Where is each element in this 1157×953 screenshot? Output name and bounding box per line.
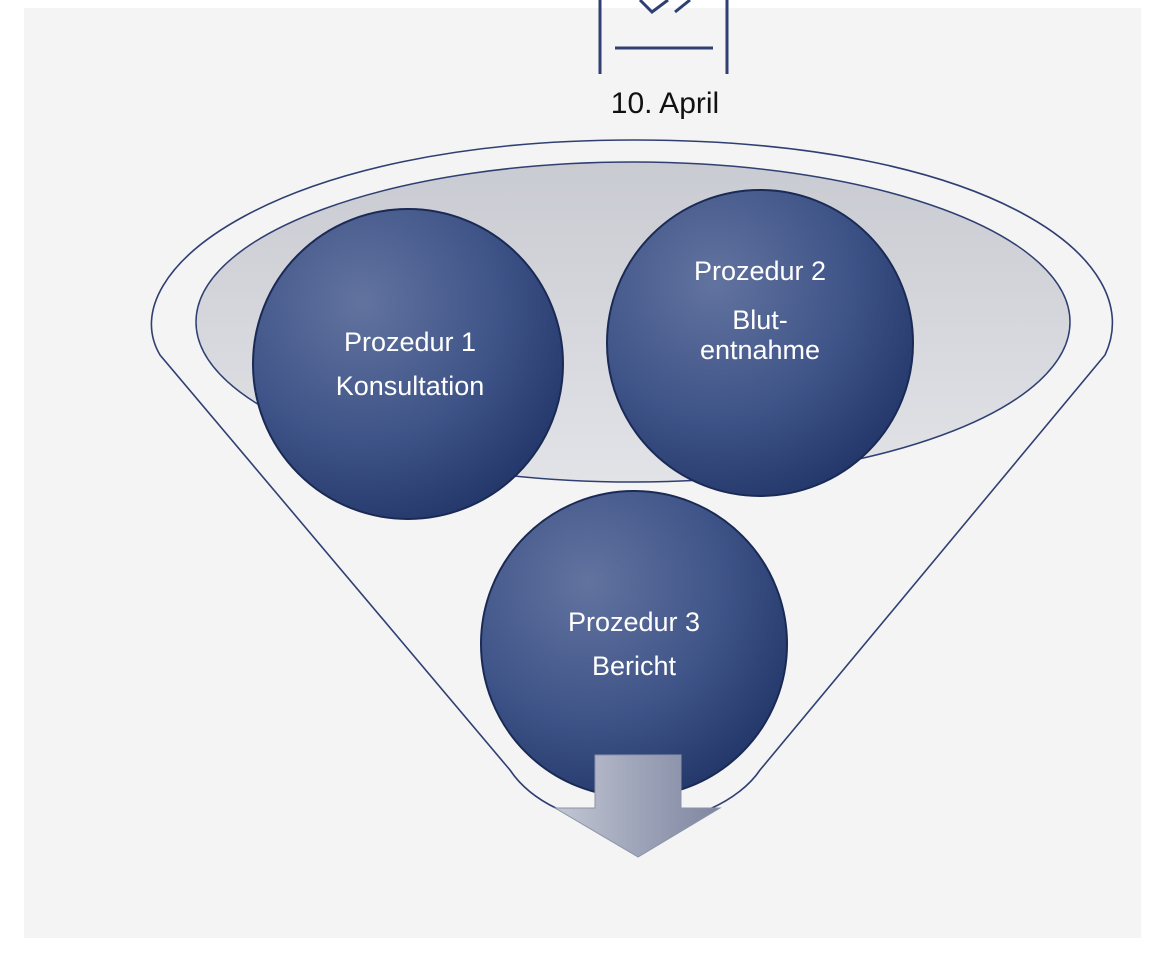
procedure-3-title: Prozedur 3 xyxy=(567,607,701,637)
procedure-1-circle xyxy=(252,208,564,520)
arrow-down-icon xyxy=(553,754,722,858)
calendar-icon xyxy=(598,0,729,74)
procedure-1-label: Prozedur 1 Konsultation xyxy=(260,320,560,408)
procedure-2-detail-line2: entnahme xyxy=(699,335,821,365)
procedure-2-title: Prozedur 2 xyxy=(693,256,827,286)
procedure-2-circle xyxy=(606,189,914,497)
date-label: 10. April xyxy=(610,87,720,120)
procedure-1-detail: Konsultation xyxy=(335,371,485,401)
procedure-1-title: Prozedur 1 xyxy=(343,327,477,357)
procedure-3-detail: Bericht xyxy=(591,651,677,681)
procedure-2-detail-line1: Blut- xyxy=(732,305,788,335)
procedure-3-label: Prozedur 3 Bericht xyxy=(484,600,784,688)
procedure-2-label: Prozedur 2 Blut- entnahme xyxy=(610,250,910,364)
